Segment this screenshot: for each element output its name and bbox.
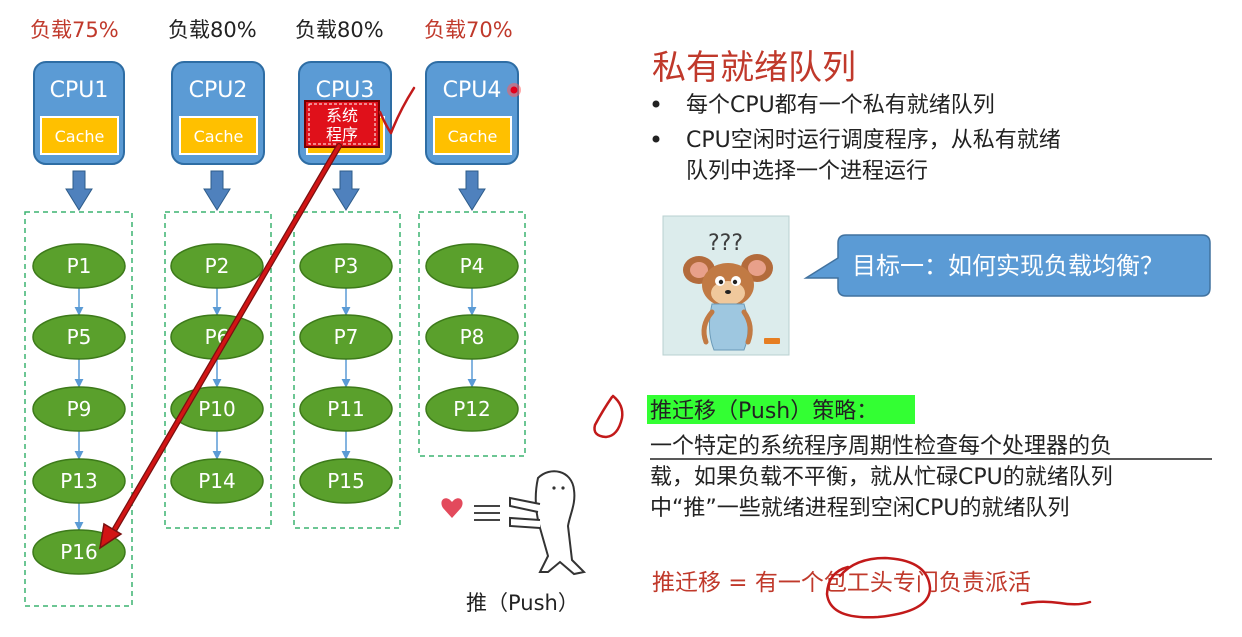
push-figure: [441, 471, 584, 574]
process-label: P8: [460, 325, 485, 349]
process-label: P1: [67, 254, 92, 278]
push-heading: 推迁移（Push）策略：: [650, 399, 878, 424]
load-label-cpu4: 负载70%: [424, 18, 513, 42]
cpu-label: CPU3: [316, 78, 375, 103]
down-arrow: [66, 171, 92, 210]
load-label-cpu2: 负载80%: [168, 18, 257, 42]
cache-label: Cache: [194, 127, 244, 146]
jerry-image: ???: [663, 216, 789, 355]
down-arrow: [204, 171, 230, 210]
system-program-label: 程序: [326, 125, 358, 144]
push-character-body: [536, 471, 584, 574]
jerry-question-marks: ???: [708, 231, 743, 256]
process-label: P5: [67, 325, 92, 349]
handwritten-mark: [594, 396, 622, 437]
down-arrow: [459, 171, 485, 210]
heart-icon: [441, 498, 462, 518]
callout-text: 目标一：如何实现负载均衡？: [852, 252, 1164, 280]
heading: 私有就绪队列: [652, 48, 856, 88]
bullet-2: CPU空闲时运行调度程序，从私有就绪队列中选择一个进程运行: [686, 128, 1061, 184]
process-label: P14: [198, 469, 236, 493]
push-caption: 推（Push）: [466, 591, 579, 615]
cpu-label: CPU1: [50, 78, 109, 103]
pointer-dot: [511, 87, 518, 94]
process-label: P7: [334, 325, 359, 349]
process-label: P2: [205, 254, 230, 278]
process-label: P9: [67, 397, 92, 421]
process-label: P10: [198, 397, 236, 421]
process-label: P15: [327, 469, 365, 493]
process-label: P11: [327, 397, 365, 421]
push-desc-line-3: 中“推”一些就绪进程到空闲CPU的就绪队列: [650, 496, 1070, 521]
bullet-dot: [653, 136, 660, 143]
bullet-dot: [653, 101, 660, 108]
push-desc-line-2: 载，如果负载不平衡，就从忙碌CPU的就绪队列: [650, 465, 1113, 490]
cpu-label: CPU4: [443, 78, 502, 103]
callout-bubble: 目标一：如何实现负载均衡？: [806, 235, 1210, 296]
down-arrow: [333, 171, 359, 210]
bullet-2-line: CPU空闲时运行调度程序，从私有就绪: [686, 128, 1061, 153]
load-label-cpu3: 负载80%: [295, 18, 384, 42]
system-program-box: 系统程序: [305, 101, 379, 147]
process-label: P12: [453, 397, 491, 421]
process-label: P3: [334, 254, 359, 278]
cache-label: Cache: [448, 127, 498, 146]
handwritten-underline: [1022, 602, 1090, 605]
push-desc-line-1: 一个特定的系统程序周期性检查每个处理器的负: [650, 434, 1112, 459]
load-label-cpu1: 负载75%: [30, 18, 119, 42]
bullet-list: 每个CPU都有一个私有就绪队列 CPU空闲时运行调度程序，从私有就绪队列中选择一…: [653, 93, 1061, 184]
cache-label: Cache: [55, 127, 105, 146]
bullet-2-line: 队列中选择一个进程运行: [686, 159, 928, 184]
system-program-label: 系统: [326, 106, 358, 125]
process-label: P4: [460, 254, 485, 278]
cpu-column-3: 负载80%CPU3CacheP3P7P11P15: [294, 18, 400, 528]
bullet-1: 每个CPU都有一个私有就绪队列: [686, 93, 995, 118]
process-label: P16: [60, 540, 98, 564]
process-label: P13: [60, 469, 98, 493]
cpu-label: CPU2: [189, 78, 248, 103]
